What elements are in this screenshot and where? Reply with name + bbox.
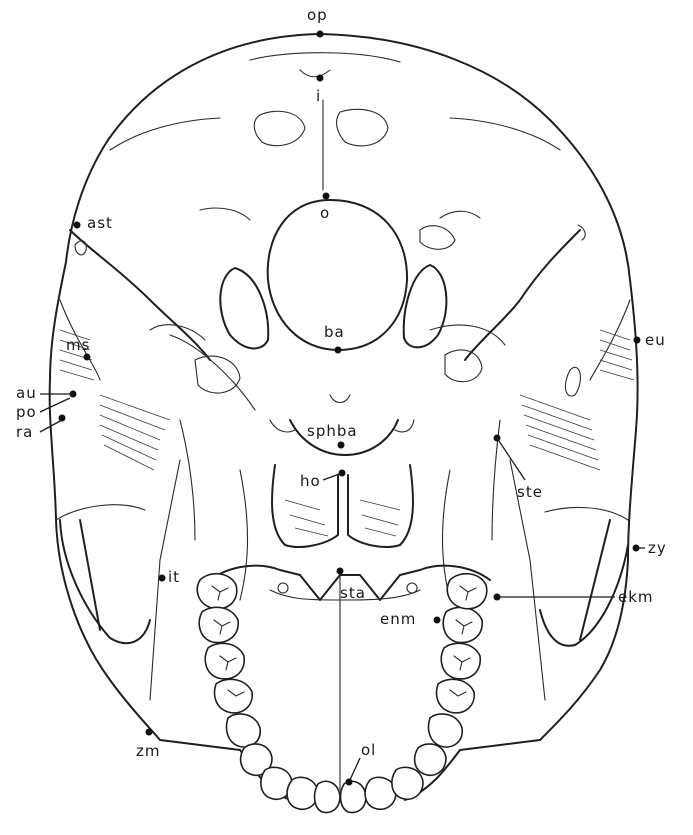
skull-outline [50,34,638,800]
label-sta: sta [340,584,366,602]
tooth [415,744,446,775]
label-enm: enm [380,610,416,628]
enm-point [434,617,441,624]
i-point [317,75,324,82]
label-ba: ba [324,323,345,341]
ast-point [74,222,81,229]
sphba-point [338,442,345,449]
tooth [199,607,238,642]
tooth [428,714,462,747]
it-point [159,575,166,582]
label-o: o [320,204,330,222]
tooth [341,781,366,812]
label-it: it [168,568,180,586]
label-eu: eu [645,331,666,349]
tooth [215,679,253,713]
sta-point [337,568,344,575]
tooth [287,777,318,809]
label-zm: zm [136,742,161,760]
tooth [226,714,260,747]
label-i: i [316,87,321,105]
label-ste: ste [517,483,543,501]
tooth [392,767,423,799]
label-ho: ho [300,472,321,490]
label-ast: ast [87,214,113,232]
label-zy: zy [648,539,667,557]
label-sphba: sphba [307,422,358,440]
occipital-region [110,53,560,250]
op-point [317,31,324,38]
label-ekm: ekm [618,588,654,606]
landmark-labels: op i o ast ba eu ms au po ra sphba ho st… [16,6,667,760]
dental-arch [197,574,486,813]
eu-point [634,337,641,344]
tooth [315,781,340,812]
tooth [437,679,475,713]
label-ol: ol [361,741,376,759]
label-op: op [307,6,328,24]
o-point [323,193,330,200]
tooth [205,643,244,679]
ms-point [84,354,91,361]
label-au: au [16,384,37,402]
zm-point [146,729,153,736]
label-ra: ra [16,423,33,441]
label-ms: ms [66,336,90,354]
label-po: po [16,403,37,421]
ba-point [335,347,342,354]
tooth [197,574,236,609]
